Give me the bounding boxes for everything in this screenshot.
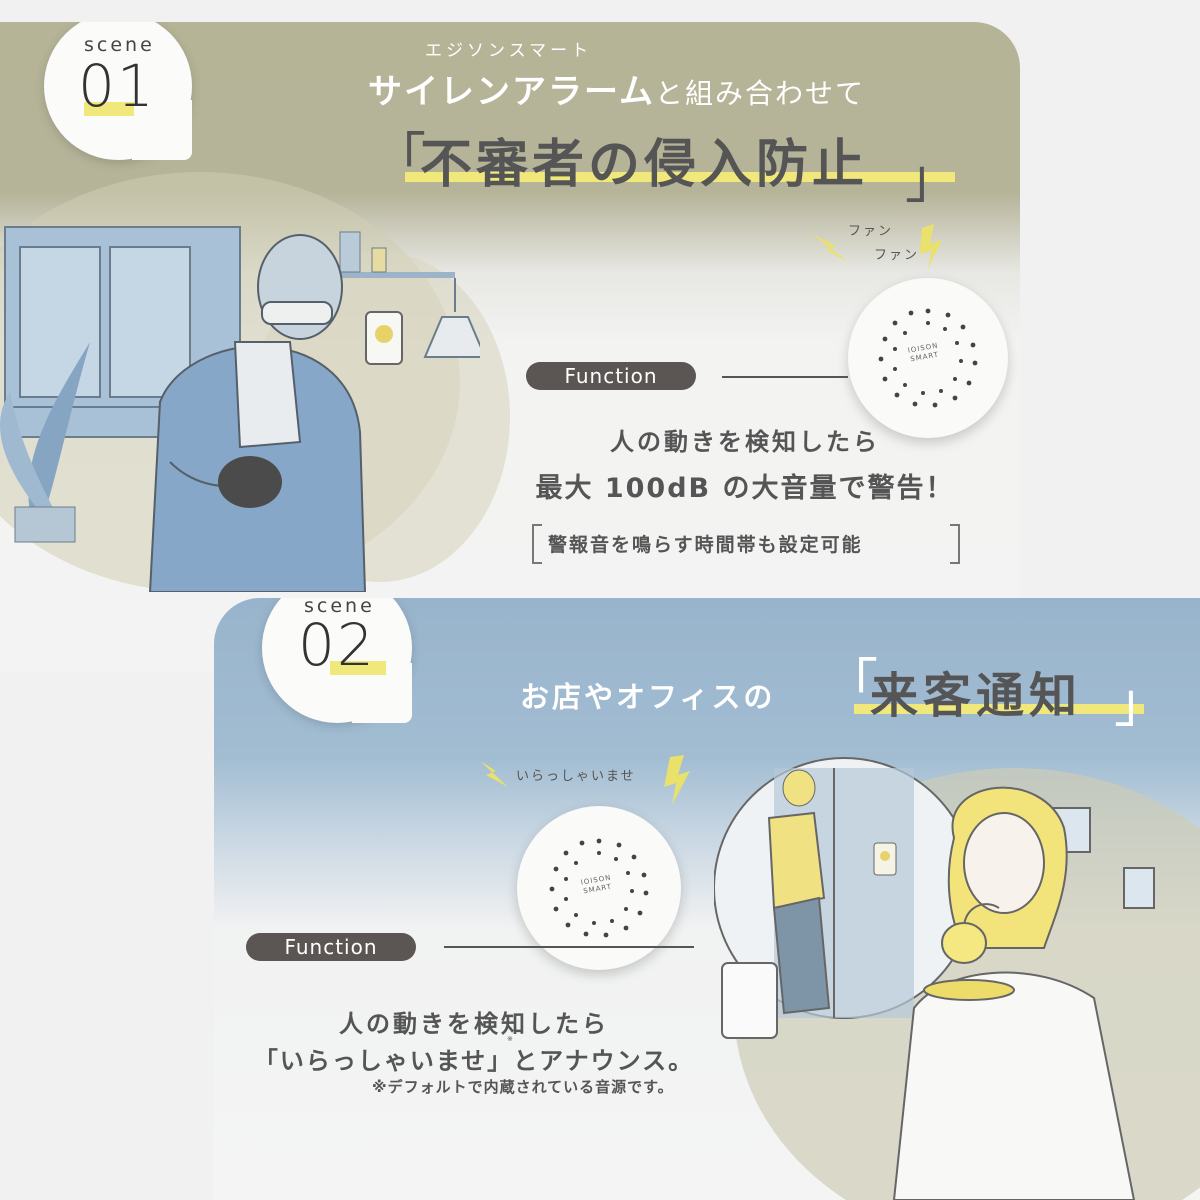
title-open-bracket: 「	[372, 127, 426, 190]
function-label: Function	[526, 362, 696, 390]
scene-number: 01	[78, 52, 156, 120]
scene-label: scene	[304, 598, 375, 617]
headline-bold: サイレンアラーム	[368, 72, 655, 112]
page-title: 不審者の侵入防止	[420, 135, 869, 195]
title-close-bracket: 」	[1114, 671, 1168, 734]
scene-label: scene	[84, 34, 155, 56]
number-highlight	[84, 102, 134, 116]
title-highlight	[405, 172, 955, 182]
footnote-mark: ※	[507, 1035, 513, 1043]
title-open-bracket: 「	[824, 653, 878, 716]
description-line-1: 人の動きを検知したら	[610, 428, 880, 456]
note-text: 警報音を鳴らす時間帯も設定可能	[548, 534, 863, 556]
headline: サイレンアラームと組み合わせて	[368, 64, 865, 113]
title-highlight	[854, 704, 1144, 714]
page-title: 来客通知	[870, 668, 1083, 724]
alarm-device: IOISON SMART	[517, 806, 681, 970]
title-close-bracket: 」	[905, 147, 959, 210]
function-label: Function	[246, 933, 416, 961]
connector-line	[444, 946, 694, 948]
sound-text: いらっしゃいませ	[516, 769, 636, 784]
sound-text-1: ファン	[848, 224, 894, 239]
description-line-2: 「いらっしゃいませ」とアナウンス。	[253, 1047, 695, 1075]
sound-burst-icon	[480, 755, 690, 805]
scene-badge: scene 01	[44, 22, 192, 160]
speaker-grille-icon	[549, 838, 649, 938]
ruby-kana: エジソンスマート	[425, 41, 593, 61]
sound-burst-icon	[812, 224, 942, 268]
speaker-grille-icon	[878, 308, 978, 408]
headline: お店やオフィスの	[520, 680, 776, 714]
intruder-illustration	[0, 226, 480, 592]
note-bracket-right	[950, 524, 960, 564]
connector-line	[722, 376, 848, 378]
description-line-2: 最大 100dB の大音量で警告！	[535, 473, 955, 504]
scene-badge: scene 02	[262, 598, 412, 723]
footnote: ※デフォルトで内蔵されている音源です。	[372, 1078, 674, 1096]
headline-rest: と組み合わせて	[654, 77, 865, 110]
cafe-illustration	[714, 757, 1155, 1200]
sound-text-2: ファン	[874, 248, 920, 263]
note-bracket-left	[532, 524, 542, 564]
alarm-device: IOISON SMART	[848, 278, 1008, 438]
scene-number: 02	[298, 611, 376, 679]
description-line-1: 人の動きを検知したら	[339, 1010, 609, 1038]
scene-01-panel: scene 01 エジソンスマート サイレンアラームと組み合わせて 「 不審者の…	[0, 22, 1020, 672]
number-highlight	[330, 661, 386, 675]
scene-02-panel: scene 02 お店やオフィスの 「 来客通知 」 いらっしゃいませ IOIS…	[214, 598, 1200, 1200]
